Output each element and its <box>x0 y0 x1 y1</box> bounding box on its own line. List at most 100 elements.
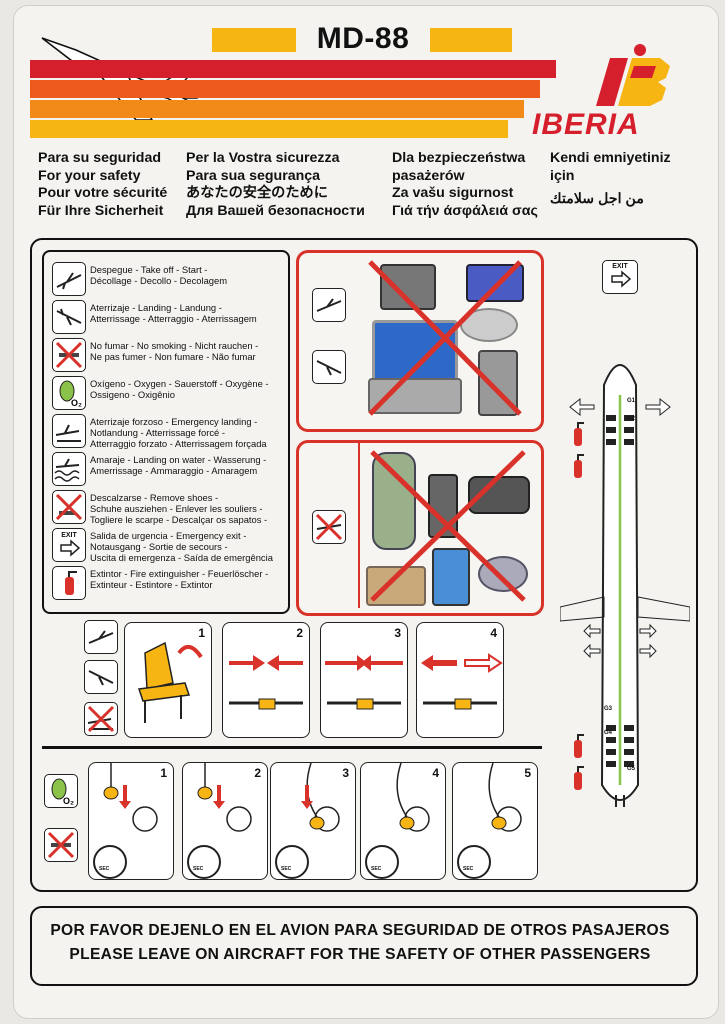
section-divider <box>42 746 542 749</box>
svg-text:O₂: O₂ <box>71 398 82 408</box>
seat-plan-diagram <box>560 364 690 807</box>
brand-name: IBERIA <box>532 108 640 141</box>
takeoff-icon <box>312 288 346 322</box>
footer-box <box>30 906 698 986</box>
title-ar: من اجل سلامتك <box>550 191 644 208</box>
title-ja: あなたの安全のために <box>186 185 328 202</box>
stopwatch-icon: SEC <box>275 845 309 879</box>
remove-shoes-icon <box>52 490 86 524</box>
legend-item-landing: Aterrizaje - Landing - Landung - Atterri… <box>52 298 280 336</box>
prohibited-cross-icon <box>370 450 526 602</box>
oxygen-icon: O₂ <box>44 774 78 808</box>
safety-title-col2: Per la Vostra sicurezza Para sua seguran… <box>186 150 365 220</box>
stopwatch-icon: SEC <box>93 845 127 879</box>
passenger-mask-icon <box>301 762 340 832</box>
legend-item-emergency-exit: EXIT Salida de urgencia - Emergency exit… <box>52 526 280 564</box>
gauge-label: SEC <box>463 866 474 872</box>
passenger-mask-icon <box>103 763 158 832</box>
belt-release-icon <box>421 653 503 710</box>
laptop-keyboard-image <box>368 378 462 414</box>
exit-sign-icon: EXIT <box>52 528 86 562</box>
emergency-landing-icon <box>84 702 118 736</box>
exit-g4-label: G4 <box>604 730 613 736</box>
exit-label: EXIT <box>61 532 77 539</box>
safety-title-col3: Dla bezpieczeństwa pasażerów Za vašu sig… <box>392 150 538 220</box>
title-pl-1: Dla bezpieczeństwa <box>392 150 526 166</box>
stripe-red <box>30 60 556 78</box>
no-smoking-icon <box>44 828 78 862</box>
step-number: 3 <box>394 626 401 640</box>
title-pl-2: pasażerów <box>392 167 465 184</box>
passenger-mask-icon <box>197 763 252 832</box>
exit-g5-label: G5 <box>627 766 636 772</box>
no-smoking-icon <box>52 338 86 372</box>
footer-text-en: PLEASE LEAVE ON AIRCRAFT FOR THE SAFETY … <box>69 946 651 963</box>
belt-fasten-icon <box>229 655 303 710</box>
step-number: 3 <box>342 766 349 780</box>
safety-title-col1: Para su seguridad For your safety Pour v… <box>38 150 167 220</box>
emergency-landing-icon <box>52 414 86 448</box>
gauge-label: SEC <box>371 866 382 872</box>
legend-text: Salida de urgencia - Emergency exit - No… <box>90 530 273 563</box>
mobile-phone-image <box>372 452 416 550</box>
title-tr-2: için <box>550 167 575 184</box>
title-en: For your safety <box>38 167 141 184</box>
legend-item-oxygen: O₂ Oxígeno - Oxygen - Sauerstoff - Oxygè… <box>52 374 280 412</box>
step-number: 2 <box>254 766 261 780</box>
legend-box <box>42 250 290 614</box>
step-number: 1 <box>160 766 167 780</box>
legend-text: Aterrizaje forzoso - Emergency landing -… <box>90 416 267 449</box>
title-de: Für Ihre Sicherheit <box>38 202 164 219</box>
legend-text: Extintor - Fire extinguisher - Feuerlösc… <box>90 568 269 590</box>
step-number: 4 <box>490 626 497 640</box>
legend-item-takeoff: Despegue - Take off - Start - Décollage … <box>52 260 280 298</box>
prohibited-cross-icon <box>368 260 522 416</box>
legend-item-remove-shoes: Descalzarse - Remove shoes - Schuhe ausz… <box>52 488 280 526</box>
title-bar-left <box>212 28 296 52</box>
step-number: 2 <box>296 626 303 640</box>
exit-g3-label: G3 <box>604 706 613 712</box>
step-number: 4 <box>432 766 439 780</box>
belt-tighten-icon <box>325 655 403 710</box>
water-landing-icon <box>52 452 86 486</box>
step-number: 1 <box>198 626 205 640</box>
title-hr: Za vašu sigurnost <box>392 185 514 202</box>
landing-icon <box>312 350 346 384</box>
legend-item-no-smoking: No fumar - No smoking - Nicht rauchen - … <box>52 336 280 374</box>
title-tr-1: Kendi emniyetiniz <box>550 150 671 166</box>
stopwatch-icon: SEC <box>365 845 399 879</box>
gauge-label: SEC <box>193 866 204 872</box>
legend-text: Aterrizaje - Landing - Landung - Atterri… <box>90 302 257 324</box>
exit-g1-label: G1 <box>627 398 636 404</box>
step-number: 5 <box>524 766 531 780</box>
legend-text: Despegue - Take off - Start - Décollage … <box>90 264 228 286</box>
oxygen-icon: O₂ <box>52 376 86 410</box>
fire-extinguisher-icon <box>570 452 586 485</box>
legend-item-water-landing: Amaraje - Landing on water - Wasserung -… <box>52 450 280 488</box>
title-el: Γιά τήν άσφάλειά σας <box>392 202 538 219</box>
legend-text: Oxígeno - Oxygen - Sauerstoff - Oxygène … <box>90 378 269 400</box>
legend-item-emergency-landing: Aterrizaje forzoso - Emergency landing -… <box>52 412 280 450</box>
aircraft-model: MD-88 <box>316 22 410 55</box>
footer-text-es: POR FAVOR DEJENLO EN EL AVION PARA SEGUR… <box>50 922 670 939</box>
title-pt: Para sua segurança <box>186 167 321 184</box>
phone-tv-image <box>432 548 470 606</box>
title-fr: Pour votre sécurité <box>38 185 168 202</box>
iberia-logo-icon <box>596 44 670 106</box>
gauge-label: SEC <box>99 866 110 872</box>
seat-step-4: 4 <box>416 622 504 738</box>
seat-step-2: 2 <box>222 622 310 738</box>
safety-title-col4: Kendi emniyetiniz için من اجل سلامتك <box>550 150 671 209</box>
legend-item-fire-extinguisher: Extintor - Fire extinguisher - Feuerlösc… <box>52 564 280 602</box>
takeoff-icon <box>52 262 86 296</box>
gauge-label: SEC <box>281 866 292 872</box>
seat-step-1: 1 <box>124 622 212 738</box>
takeoff-icon <box>84 620 118 654</box>
title-it: Per la Vostra sicurezza <box>186 150 340 166</box>
no-transmit-icon <box>312 510 346 544</box>
exit-g2-label: G2 <box>627 416 636 422</box>
